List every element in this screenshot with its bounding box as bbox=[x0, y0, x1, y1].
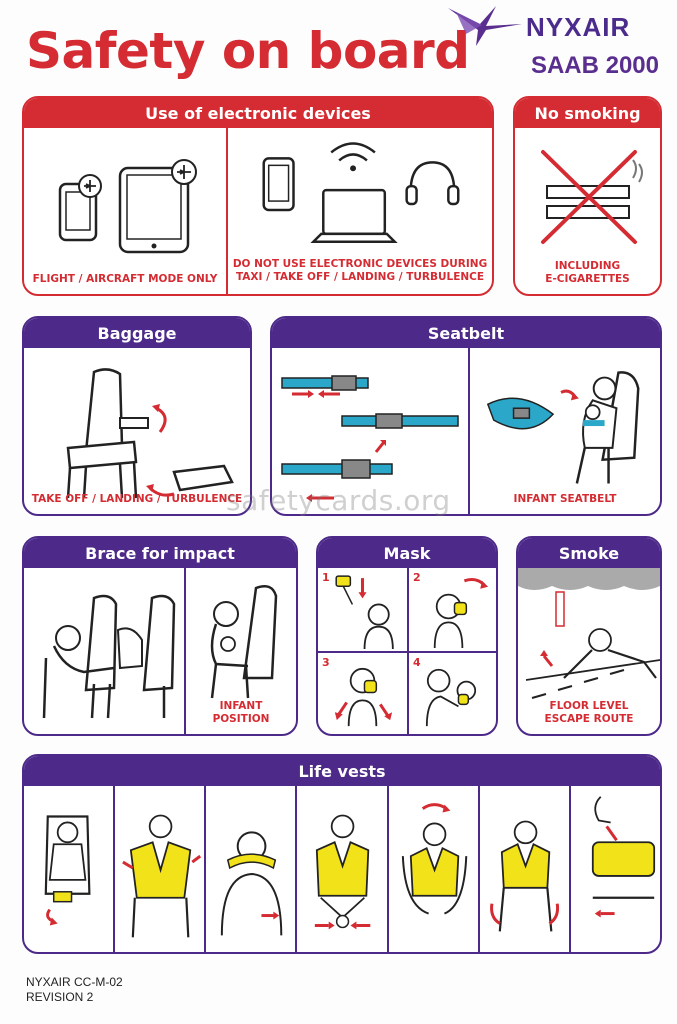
brace-infant-caption-line1: INFANT bbox=[219, 700, 263, 712]
mask-step-3: 3 bbox=[318, 651, 407, 734]
lifevest-blow-tube-icon bbox=[591, 796, 655, 918]
smoke-panel: Smoke FLOOR LEVEL ESCAPE ROUTE bbox=[516, 536, 662, 736]
document-reference: NYXAIR CC-M-02 REVISION 2 bbox=[26, 975, 123, 1005]
no-smoking-caption-line2: E-CIGARETTES bbox=[545, 273, 630, 285]
aircraft-model: SAAB 2000 bbox=[530, 52, 659, 79]
mask-panel: Mask 1 2 3 bbox=[316, 536, 498, 736]
brand-name: NYXAIR bbox=[526, 12, 631, 42]
flight-mode-caption: FLIGHT / AIRCRAFT MODE ONLY bbox=[32, 273, 218, 285]
phone-tablet-airplane-mode-icon bbox=[58, 159, 197, 254]
lifevest-step-3 bbox=[204, 786, 295, 952]
baggage-caption: TAKE OFF / LANDING / TURBULENCE bbox=[31, 493, 243, 505]
no-smoking-cigarette-icon bbox=[541, 150, 643, 244]
pull-mask-icon bbox=[335, 575, 394, 649]
panel-title: Smoke bbox=[518, 538, 660, 568]
no-smoking-panel: No smoking INCLUDING E-CIGARETTES bbox=[513, 96, 662, 296]
step-number: 1 bbox=[322, 571, 330, 584]
step-number: 4 bbox=[413, 656, 421, 669]
baggage-panel: Baggage TAKE OFF / LANDING / TURBULENCE bbox=[22, 316, 252, 516]
no-devices-caption: DO NOT USE ELECTRONIC DEVICES DURING TAX… bbox=[232, 258, 488, 284]
brace-infant-caption-line2: POSITION bbox=[212, 713, 270, 725]
no-smoking-cell: INCLUDING E-CIGARETTES bbox=[515, 128, 660, 294]
electronic-devices-panel: Use of electronic devices FLIGHT / AIRCR… bbox=[22, 96, 494, 296]
seatbelt-panel: Seatbelt bbox=[270, 316, 662, 516]
brace-position-adult-icon bbox=[42, 594, 176, 719]
lifevest-open-pouch-icon bbox=[122, 814, 202, 938]
mask-step-4: 4 bbox=[407, 651, 496, 734]
step-number: 3 bbox=[322, 656, 330, 669]
document-revision: REVISION 2 bbox=[26, 990, 94, 1004]
lifevest-step-5 bbox=[386, 786, 478, 952]
flight-mode-cell: FLIGHT / AIRCRAFT MODE ONLY bbox=[24, 128, 226, 294]
panel-title: Mask bbox=[318, 538, 496, 568]
watermark: safetycards.org bbox=[226, 484, 451, 517]
brace-adult-cell bbox=[24, 568, 184, 734]
page-title: Safety on board bbox=[26, 22, 470, 80]
smoke-caption-line2: ESCAPE ROUTE bbox=[544, 713, 634, 725]
lifevest-step-7 bbox=[568, 786, 660, 952]
no-devices-caption-line2: TAXI / TAKE OFF / LANDING / TURBULENCE bbox=[235, 271, 485, 283]
lifevest-fasten-straps-icon bbox=[315, 814, 371, 930]
seatbelt-fasten-cell bbox=[272, 348, 468, 514]
smoke-caption-line1: FLOOR LEVEL bbox=[549, 700, 629, 712]
life-vests-panel: Life vests bbox=[22, 754, 662, 954]
lifevest-step-6 bbox=[477, 786, 569, 952]
panel-title: No smoking bbox=[515, 98, 660, 128]
lifevest-step-4 bbox=[295, 786, 386, 952]
no-devices-caption-line1: DO NOT USE ELECTRONIC DEVICES DURING bbox=[232, 258, 488, 270]
brace-panel: Brace for impact INFANT bbox=[22, 536, 298, 736]
mask-step-2: 2 bbox=[407, 568, 496, 651]
no-devices-cell: DO NOT USE ELECTRONIC DEVICES DURING TAX… bbox=[226, 128, 492, 294]
lifevest-under-seat-icon bbox=[44, 815, 91, 926]
no-smoking-caption-line1: INCLUDING bbox=[554, 260, 621, 272]
no-smoking-caption: INCLUDING E-CIGARETTES bbox=[519, 260, 656, 286]
seatbelt-fasten-icon bbox=[281, 375, 459, 502]
step-number: 2 bbox=[413, 571, 421, 584]
baggage-cell: TAKE OFF / LANDING / TURBULENCE bbox=[24, 348, 250, 514]
brace-position-infant-icon bbox=[210, 585, 278, 699]
place-mask-icon bbox=[433, 578, 489, 649]
crawl-floor-level-icon bbox=[518, 568, 660, 699]
nyxair-star-logo-icon bbox=[448, 6, 522, 46]
infant-seatbelt-icon bbox=[486, 371, 640, 484]
lifevest-over-head-icon bbox=[221, 831, 283, 936]
panel-title: Brace for impact bbox=[24, 538, 296, 568]
document-code: NYXAIR CC-M-02 bbox=[26, 975, 123, 989]
panel-title: Life vests bbox=[24, 756, 660, 786]
lifevest-step-1 bbox=[24, 786, 113, 952]
lifevest-step-2 bbox=[113, 786, 204, 952]
panel-title: Baggage bbox=[24, 318, 250, 348]
infant-seatbelt-caption: INFANT SEATBELT bbox=[513, 493, 617, 505]
smoke-caption: FLOOR LEVEL ESCAPE ROUTE bbox=[522, 700, 656, 726]
panel-title: Seatbelt bbox=[272, 318, 660, 348]
smoke-cell: FLOOR LEVEL ESCAPE ROUTE bbox=[518, 568, 660, 734]
mask-step-1: 1 bbox=[318, 568, 407, 651]
assist-others-mask-icon bbox=[425, 668, 477, 727]
infant-seatbelt-cell: INFANT SEATBELT bbox=[468, 348, 660, 514]
brace-infant-cell: INFANT POSITION bbox=[184, 568, 296, 734]
brand-block: NYXAIR SAAB 2000 bbox=[446, 2, 661, 82]
brace-infant-caption: INFANT POSITION bbox=[190, 700, 292, 726]
lifevest-pull-tight-icon bbox=[401, 803, 467, 915]
lifevest-inflate-toggle-icon bbox=[489, 820, 559, 932]
tighten-mask-icon bbox=[334, 667, 393, 727]
panel-title: Use of electronic devices bbox=[24, 98, 492, 128]
phone-laptop-headphones-icon bbox=[262, 142, 460, 244]
seat-bag-under-seat-icon bbox=[66, 368, 234, 499]
